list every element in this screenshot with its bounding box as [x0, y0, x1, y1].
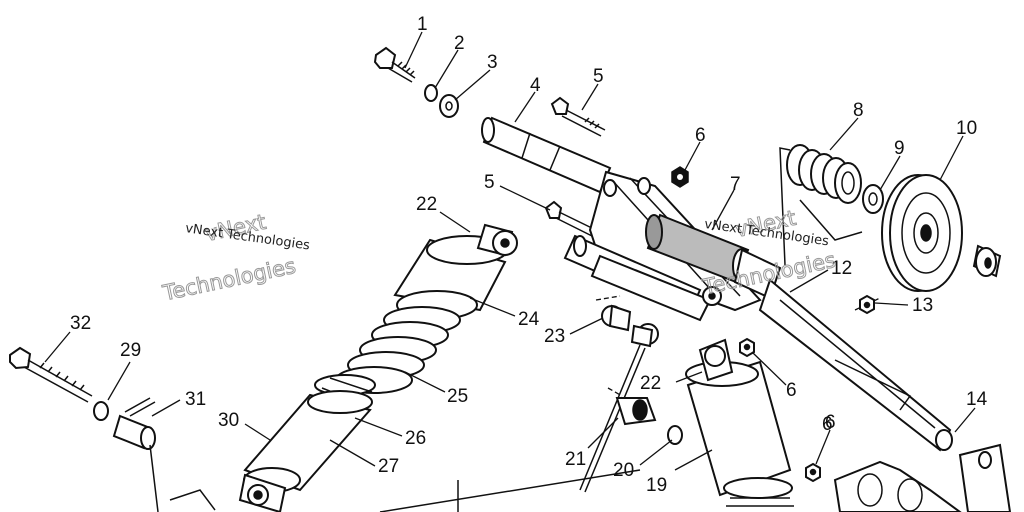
callout-label: 5 [593, 66, 604, 87]
callout-labels: 1 2 3 4 5 5 6 6 6 7 8 9 10 12 13 14 19 2… [70, 14, 988, 496]
callout-label: 7 [730, 174, 741, 195]
shock-absorber-part [685, 338, 794, 507]
callout-label: 24 [518, 309, 540, 330]
callout-label: 20 [613, 460, 634, 481]
washer-part [862, 184, 884, 214]
bolt-part [550, 96, 606, 137]
callout-label: 6 [786, 380, 797, 401]
callout-label: 6 [822, 414, 833, 435]
callout-label: 4 [530, 75, 541, 96]
torsion-spring-part [779, 144, 863, 266]
frame-part [833, 443, 1012, 512]
shaft-part [481, 116, 612, 194]
callout-label: 22 [416, 194, 437, 215]
spacer-part [972, 244, 1002, 278]
callout-label: 27 [378, 456, 399, 477]
bolt-part [373, 46, 416, 83]
callout-label: 13 [912, 295, 933, 316]
callout-label: 8 [853, 100, 864, 121]
shock-body-part [238, 390, 373, 512]
callout-label: 14 [966, 389, 988, 410]
callout-label: 32 [70, 313, 91, 334]
leader-lines [44, 31, 976, 471]
callout-label: 23 [544, 326, 565, 347]
washer-part [667, 425, 683, 445]
washer-part [424, 84, 438, 102]
callout-label: 2 [454, 33, 465, 54]
coil-spring-part [335, 306, 461, 394]
callout-label: 22 [640, 373, 661, 394]
callout-label: 1 [417, 14, 428, 35]
callout-label: 6 [825, 412, 836, 433]
callout-label: 9 [894, 138, 905, 159]
watermark-left: vNext Technologies vNext Technologies [159, 209, 311, 306]
bushing-part [579, 304, 659, 493]
spacer-part [112, 397, 159, 512]
bolt-part [544, 200, 601, 239]
callout-label: 25 [447, 386, 468, 407]
callout-label: 10 [956, 118, 977, 139]
bushing-part [615, 397, 657, 426]
shock-absorber-part [393, 223, 518, 320]
washer-part [93, 401, 109, 421]
callout-label: 3 [487, 52, 498, 73]
washer-part [439, 94, 459, 118]
callout-label: 5 [484, 172, 495, 193]
svg-text:Technologies: Technologies [160, 254, 298, 306]
idler-wheel-part [881, 174, 963, 292]
rail-arm-part [758, 278, 953, 452]
callout-label: 29 [120, 340, 141, 361]
collar-part [314, 374, 376, 405]
callout-label: 21 [565, 449, 586, 470]
bolt-part [9, 346, 93, 403]
callout-label: 31 [185, 389, 206, 410]
callout-label: 12 [831, 258, 852, 279]
callout-label: 19 [646, 475, 667, 496]
callout-label: 6 [695, 125, 706, 146]
callout-label: 26 [405, 428, 426, 449]
callout-label: 30 [218, 410, 239, 431]
